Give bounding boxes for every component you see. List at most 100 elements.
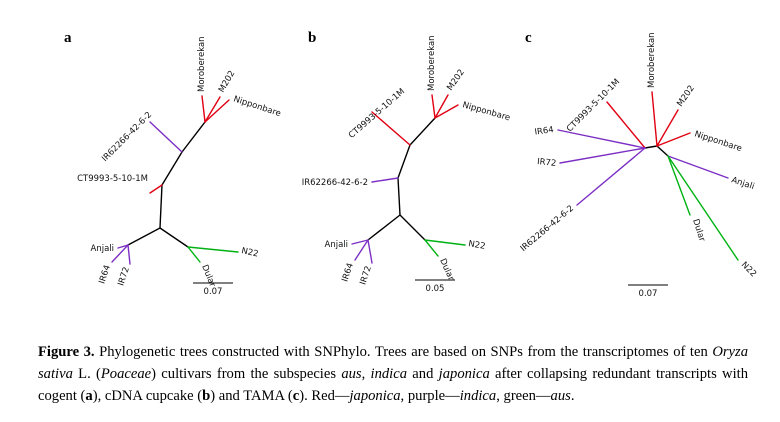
- branch-japonica: [606, 101, 646, 149]
- taxon-label: Nipponbare: [693, 129, 743, 154]
- taxon-label: CT9993-5-10-1M: [565, 77, 622, 134]
- taxon-label: IR64: [534, 125, 554, 138]
- taxon-label: Anjali: [730, 175, 755, 192]
- caption-segment: and: [407, 365, 439, 382]
- taxon-label: Dular: [199, 263, 217, 289]
- taxon-label: M202: [217, 69, 237, 94]
- caption-segment: after collapsing redundant transcripts w…: [38, 365, 748, 404]
- branch-japonica: [201, 95, 206, 123]
- branch-aus: [187, 246, 239, 253]
- branch-indica: [367, 239, 373, 264]
- branch-japonica: [371, 111, 411, 146]
- branch-branch: [181, 121, 206, 153]
- tree-svg-c: MoroberekanM202NipponbareCT9993-5-10-1MI…: [519, 30, 758, 299]
- panel-letter: a: [64, 30, 72, 46]
- scale-value: 0.07: [639, 289, 658, 299]
- caption-segment: c: [292, 387, 300, 404]
- branch-aus: [667, 155, 739, 261]
- branch-indica: [371, 177, 399, 183]
- taxon-label: M202: [445, 68, 467, 93]
- taxon-label: IR72: [116, 266, 131, 287]
- taxon-label: IR64: [97, 264, 112, 285]
- caption-segment: b: [202, 387, 211, 404]
- branch-japonica: [204, 96, 221, 123]
- taxon-label: IR62266-42-6-2: [100, 110, 154, 164]
- taxon-label: Nipponbare: [232, 94, 282, 119]
- caption-segment: , purple—: [400, 387, 460, 404]
- branch-japonica: [434, 94, 449, 119]
- branch-branch: [161, 151, 183, 186]
- branch-japonica: [656, 132, 691, 147]
- taxon-label: N22: [240, 246, 259, 259]
- caption-segment: aus: [550, 387, 571, 404]
- branch-indica: [149, 121, 183, 153]
- caption-segment: ), cDNA cupcake (: [92, 387, 203, 404]
- branch-indica: [559, 147, 646, 164]
- branch-japonica: [431, 94, 436, 119]
- taxon-label: Dular: [690, 218, 707, 243]
- caption-segment: japonica: [438, 365, 490, 382]
- branch-branch: [127, 227, 161, 246]
- branch-indica: [557, 129, 646, 149]
- caption-segment: ) and TAMA (: [210, 387, 293, 404]
- branch-japonica: [434, 104, 459, 119]
- panel-letter: b: [308, 30, 316, 46]
- branch-japonica: [149, 184, 163, 194]
- taxon-label: Anjali: [325, 240, 349, 250]
- caption-segment: japonica: [349, 387, 401, 404]
- taxon-label: Moroberekan: [647, 32, 657, 88]
- branch-branch: [409, 117, 436, 146]
- branch-japonica: [656, 109, 679, 147]
- branch-aus: [424, 239, 439, 257]
- branch-aus: [187, 246, 201, 263]
- taxon-label: N22: [739, 260, 758, 279]
- branch-indica: [667, 155, 729, 179]
- caption-segment: Phylogenetic trees constructed with SNPh…: [94, 343, 713, 360]
- taxon-label: Moroberekan: [197, 36, 207, 92]
- branch-branch: [397, 177, 401, 216]
- scale-value: 0.07: [204, 287, 223, 297]
- caption-segment: , green—: [496, 387, 551, 404]
- branch-branch: [656, 145, 669, 157]
- branch-aus: [424, 239, 466, 246]
- branch-branch: [644, 145, 658, 149]
- taxon-label: Moroberekan: [427, 35, 437, 91]
- caption-segment: Poaceae: [100, 365, 152, 382]
- caption-segment: Oryza sativa: [38, 343, 748, 382]
- caption-segment: indica: [459, 387, 497, 404]
- branch-indica: [354, 239, 369, 261]
- taxon-label: Anjali: [91, 244, 115, 254]
- branch-branch: [159, 184, 163, 229]
- panel-letter: c: [525, 30, 532, 46]
- caption-segment: ) cultivars from the subspecies: [151, 365, 342, 382]
- taxon-label: N22: [467, 239, 486, 252]
- taxon-label: IR62266-42-6-2: [302, 178, 368, 188]
- caption-segment: Figure 3.: [38, 343, 95, 360]
- caption-segment: aus: [341, 365, 362, 382]
- taxon-label: IR72: [537, 157, 557, 169]
- taxon-label: Dular: [437, 257, 456, 283]
- caption-segment: a: [85, 387, 93, 404]
- caption-segment: indica: [370, 365, 408, 382]
- figure-caption: Figure 3. Phylogenetic trees constructed…: [38, 341, 748, 407]
- taxon-label: IR62266-42-6-2: [519, 204, 576, 254]
- taxon-label: Nipponbare: [461, 100, 511, 123]
- caption-segment: L. (: [72, 365, 101, 382]
- taxon-label: CT9993-5-10-1M: [347, 87, 407, 141]
- caption-segment: ,: [361, 365, 371, 382]
- caption-segment: .: [570, 387, 575, 404]
- branch-aus: [667, 155, 691, 216]
- taxon-label: IR72: [358, 265, 373, 286]
- branch-japonica: [651, 91, 658, 147]
- branch-indica: [111, 244, 129, 263]
- branch-indica: [576, 147, 646, 206]
- branch-branch: [159, 227, 189, 248]
- scale-value: 0.05: [426, 284, 445, 294]
- branch-indica: [351, 239, 369, 245]
- branch-indica: [127, 244, 131, 265]
